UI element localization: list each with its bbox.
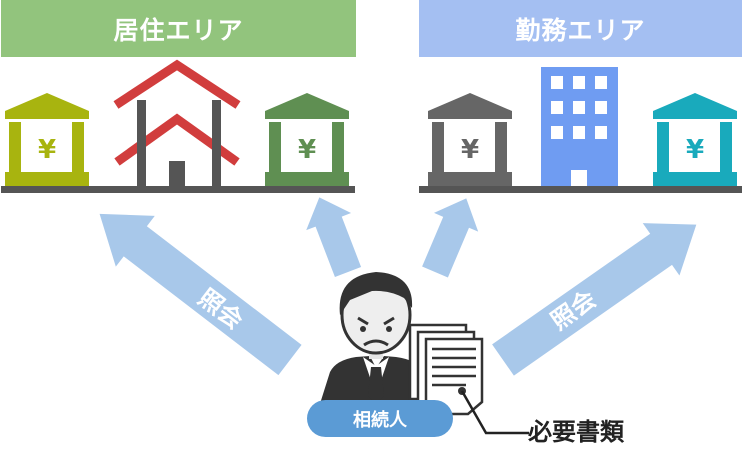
- bank-icon-work-right: ¥: [653, 93, 737, 186]
- yen-symbol: ¥: [298, 135, 316, 165]
- house-icon: [113, 59, 241, 186]
- arrow-to-work-right-bank: [492, 223, 697, 376]
- heir-badge: 相続人: [307, 400, 453, 437]
- arrow-to-residence-left-bank: [99, 213, 302, 376]
- work-ground-line: [419, 186, 742, 193]
- bank-icon-residence-left: ¥: [5, 93, 89, 186]
- yen-symbol: ¥: [461, 135, 479, 165]
- bank-icon-residence-right: ¥: [265, 93, 349, 186]
- documents-callout-line: [460, 390, 529, 435]
- documents-icon: [408, 323, 484, 416]
- work-area-title: 勤務エリア: [419, 0, 742, 57]
- bank-icon-work-left: ¥: [428, 93, 512, 186]
- documents-label: 必要書類: [528, 418, 624, 446]
- arrow-to-residence-right-bank: [306, 197, 362, 278]
- residence-ground-line: [1, 186, 355, 193]
- residence-area-title: 居住エリア: [1, 0, 356, 57]
- arrow-to-work-left-bank: [422, 198, 479, 278]
- office-building-icon: [541, 67, 618, 186]
- yen-symbol: ¥: [38, 135, 56, 165]
- person-icon: [318, 272, 436, 410]
- yen-symbol: ¥: [686, 135, 704, 165]
